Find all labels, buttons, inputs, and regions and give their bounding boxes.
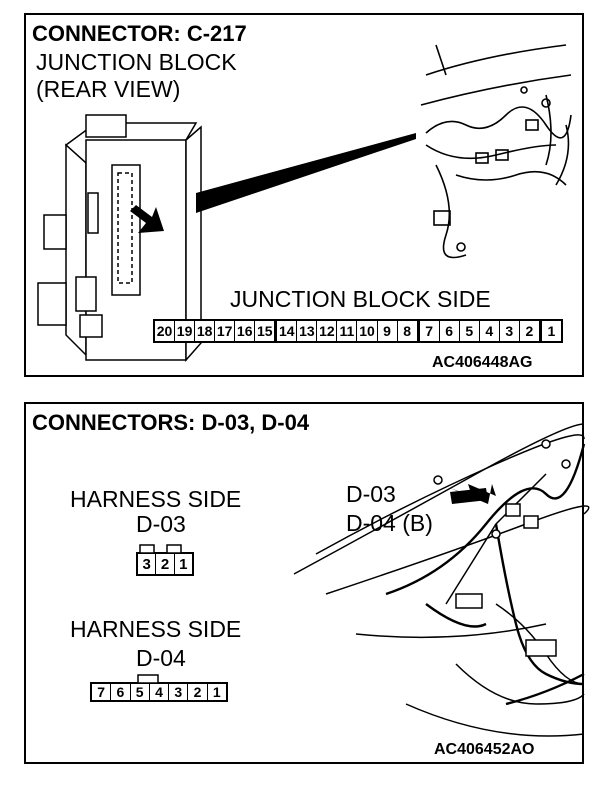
connector-c217-panel: CONNECTOR: C-217 JUNCTION BLOCK (REAR VI… xyxy=(24,13,584,377)
junction-block-illustration xyxy=(37,44,572,362)
pin-number: 3 xyxy=(500,321,520,341)
subtitle-line1: JUNCTION BLOCK xyxy=(36,49,237,75)
panel-title: CONNECTORS: D-03, D-04 xyxy=(32,410,310,435)
pin-number: 7 xyxy=(92,684,112,700)
pin-number: 5 xyxy=(131,684,150,700)
pin-number: 10 xyxy=(357,321,378,341)
pin-number: 1 xyxy=(212,684,221,700)
connectors-d03-d04-panel: CONNECTORS: D-03, D-04 HARNESS SIDE D-03… xyxy=(24,402,590,764)
connector-blocks xyxy=(433,439,571,657)
harness-side-label-1: HARNESS SIDE xyxy=(70,486,242,512)
pin-number: 2 xyxy=(188,684,208,700)
callout-d03: D-03 xyxy=(346,481,396,507)
pin-number: 8 xyxy=(398,321,418,341)
figure-code: AC406448AG xyxy=(432,354,533,371)
pin-number: 12 xyxy=(317,321,338,341)
callout-d04: D-04 (B) xyxy=(346,510,433,536)
pin-number: 2 xyxy=(520,321,540,341)
pin-number: 3 xyxy=(138,554,157,574)
pin-number: 15 xyxy=(255,321,276,341)
pin-number: 2 xyxy=(156,554,175,574)
wiring-harness-drawing xyxy=(385,443,586,706)
pin-number: 13 xyxy=(297,321,318,341)
arrow-body xyxy=(450,488,488,504)
figure-code: AC406452AO xyxy=(434,741,535,758)
panel-title: CONNECTOR: C-217 xyxy=(32,21,247,46)
harness-connector-name-1: D-03 xyxy=(136,511,186,537)
arrow-icon xyxy=(130,205,164,233)
pin-number: 4 xyxy=(150,684,170,700)
vehicle-harness-illustration xyxy=(137,423,590,737)
vehicle-body-drawing xyxy=(293,423,590,737)
pin-number: 4 xyxy=(480,321,500,341)
junction-block-drawing xyxy=(37,114,202,362)
pin-number: 14 xyxy=(275,321,298,341)
leader-wedge xyxy=(196,133,416,213)
pin-number: 6 xyxy=(111,684,131,700)
pin-number: 11 xyxy=(337,321,358,341)
pin-number: 9 xyxy=(378,321,398,341)
harness-connector-name-2: D-04 xyxy=(136,645,186,671)
subtitle-line2: (REAR VIEW) xyxy=(36,76,181,102)
pin-number: 1 xyxy=(179,555,188,573)
pin-number: 16 xyxy=(235,321,256,341)
pin-number: 6 xyxy=(440,321,460,341)
harness-side-label-2: HARNESS SIDE xyxy=(70,616,242,642)
pin-number: 1 xyxy=(539,321,561,341)
pin-number: 7 xyxy=(417,321,440,341)
pin-number: 18 xyxy=(195,321,216,341)
pin-number: 3 xyxy=(169,684,189,700)
junction-block-side-label: JUNCTION BLOCK SIDE xyxy=(230,286,491,312)
pin-number: 19 xyxy=(175,321,196,341)
pin-number: 17 xyxy=(215,321,236,341)
pin-number: 5 xyxy=(460,321,480,341)
pin-number: 20 xyxy=(155,321,176,341)
harness-location-drawing xyxy=(420,44,572,259)
